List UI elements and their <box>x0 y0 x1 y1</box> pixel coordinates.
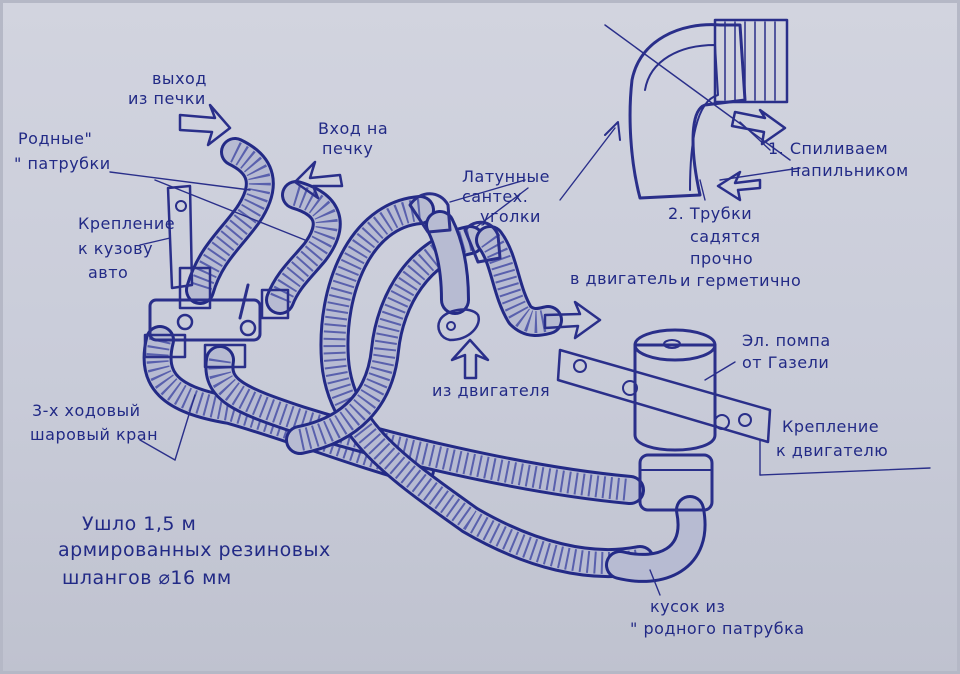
hose-inner-arc <box>285 225 485 455</box>
label-step2-3: прочно <box>690 249 754 268</box>
label-from-engine: из двигателя <box>432 381 551 400</box>
label-valve-1: 3-х ходовый <box>32 401 141 420</box>
label-pump-1: Эл. помпа <box>742 331 831 350</box>
hose-pump-elbow <box>605 495 707 583</box>
hose-long-arc <box>319 195 655 579</box>
label-brass-3: уголки <box>480 207 541 226</box>
arrow-heater-out <box>178 103 232 147</box>
note-used-3: шлангов ⌀16 мм <box>62 567 232 589</box>
label-pump-2: от Газели <box>742 353 830 372</box>
label-heater-in-1: Вход на <box>318 119 389 138</box>
three-way-valve <box>143 266 290 369</box>
hose-heater-right <box>265 180 342 315</box>
label-brass-1: Латунные <box>462 167 551 186</box>
hose-from-engine <box>425 210 470 315</box>
arrow-from-engine <box>450 338 490 380</box>
arrow-file-down <box>730 108 787 146</box>
brass-elbows <box>408 192 502 264</box>
label-heater-out-1: выход <box>152 69 207 88</box>
label-to-engine: в двигатель <box>570 269 678 288</box>
note-used-1: Ушло 1,5 м <box>82 513 197 535</box>
note-used-2: армированных резиновых <box>58 539 331 561</box>
label-heater-out-2: из печки <box>128 89 206 108</box>
label-native-pipes-2: " патрубки <box>14 154 111 173</box>
label-engine-mount-1: Крепление <box>782 417 880 436</box>
label-step2-2: садятся <box>690 227 761 246</box>
label-piece-2: " родного патрубка <box>630 619 805 638</box>
electric-pump <box>556 328 772 512</box>
label-heater-in-2: печку <box>322 139 374 158</box>
arrow-to-engine <box>543 300 602 340</box>
label-piece-1: кусок из <box>650 597 726 616</box>
arrow-tubes-sit <box>716 170 762 202</box>
label-step2-1: 2. Трубки <box>668 204 753 223</box>
label-valve-2: шаровый кран <box>30 425 159 444</box>
engine-flange <box>437 308 481 342</box>
label-step2-4: и герметично <box>680 271 802 290</box>
label-body-mount-2: к кузову <box>78 239 154 258</box>
leader-lines <box>109 121 931 596</box>
arrows <box>178 103 787 380</box>
label-body-mount-3: авто <box>88 263 129 282</box>
label-body-mount-1: Крепление <box>78 214 176 233</box>
label-step1-1: 1. Спиливаем <box>768 139 889 158</box>
arrow-heater-in <box>293 160 344 200</box>
label-brass-2: сантех. <box>462 187 529 206</box>
fitting-detail <box>604 18 791 200</box>
label-native-pipes-1: Родные" <box>18 129 93 148</box>
label-engine-mount-2: к двигателю <box>776 441 889 460</box>
label-step1-2: напильником <box>790 161 909 180</box>
hose-heater-left <box>185 137 275 305</box>
body-mount-bracket <box>166 184 194 290</box>
